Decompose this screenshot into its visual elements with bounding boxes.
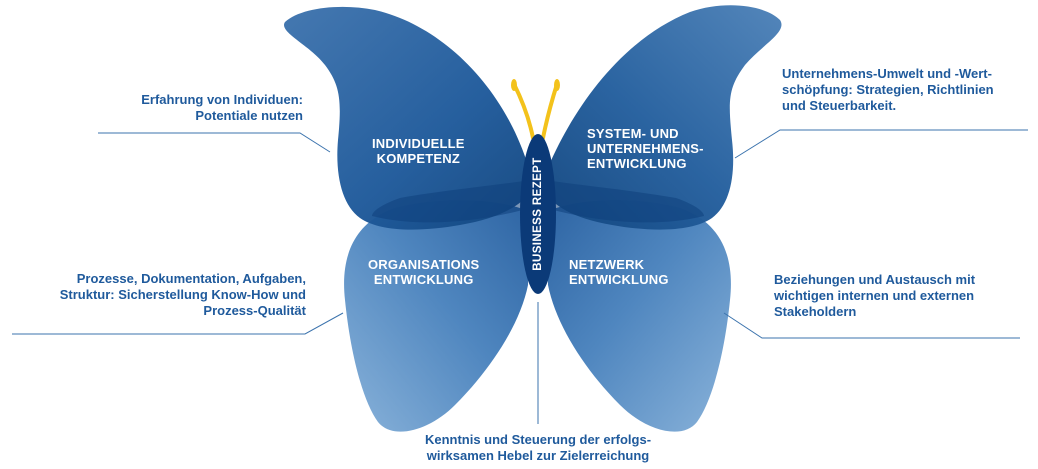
- butterfly-body: [520, 134, 556, 294]
- wing-overlap-right: [546, 180, 704, 223]
- annotation-top-right: Unternehmens-Umwelt und -Wert- schöpfung…: [782, 66, 994, 113]
- antenna-tip-right: [554, 79, 560, 91]
- wing-bottom-left: [344, 200, 530, 432]
- antenna-tip-left: [511, 79, 517, 91]
- wing-label-individuelle-kompetenz: INDIVIDUELLE KOMPETENZ: [372, 136, 465, 166]
- connector-top-right: [734, 129, 1028, 159]
- antenna-left: [512, 82, 535, 140]
- antenna-right: [541, 82, 559, 140]
- wing-top-left: [284, 6, 530, 230]
- body-label-business-rezept: BUSINESS REZEPT: [532, 157, 544, 271]
- wing-label-organisationsentwicklung: ORGANISATIONS ENTWICKLUNG: [368, 257, 480, 287]
- wing-label-netzwerkentwicklung: NETZWERK ENTWICKLUNG: [569, 257, 669, 287]
- annotation-bottom-right: Beziehungen und Austausch mit wichtigen …: [774, 272, 976, 319]
- annotation-top-left: Erfahrung von Individuen: Potentiale nut…: [141, 92, 303, 123]
- connector-bottom-left: [12, 312, 344, 335]
- wing-top-right: [546, 5, 782, 230]
- wing-bottom-right: [546, 200, 731, 432]
- annotation-bottom-center: Kenntnis und Steuerung der erfolgs- wirk…: [424, 432, 652, 463]
- wing-overlap-left: [372, 180, 530, 223]
- annotation-bottom-left: Prozesse, Dokumentation, Aufgaben, Struk…: [59, 271, 306, 318]
- wing-label-system-unternehmensentwicklung: SYSTEM- UND UNTERNEHMENS- ENTWICKLUNG: [587, 126, 704, 171]
- connector-top-left: [98, 132, 331, 153]
- connector-bottom-right: [723, 312, 1020, 339]
